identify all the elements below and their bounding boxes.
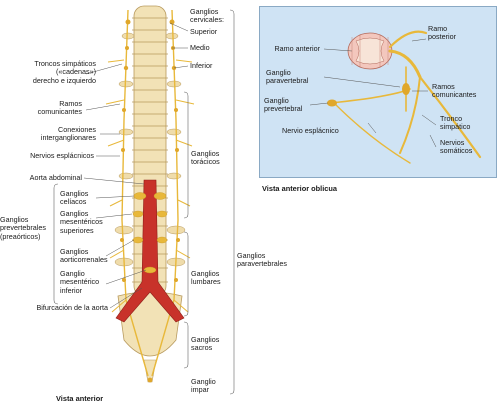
- inset-ganglia: [327, 83, 410, 107]
- label-ganglio-prevertebral: Ganglio prevertebral: [264, 96, 303, 114]
- label-ganglios-aorticorrenales: Ganglios aorticorrenales: [60, 247, 108, 265]
- label-conexiones-interganglionares: Conexiones interganglionares: [40, 125, 96, 143]
- label-aorta-abdominal: Aorta abdominal: [29, 173, 82, 182]
- left-leader-lines: [83, 63, 147, 309]
- inset-illustration: [309, 30, 482, 164]
- abdominal-aorta: [115, 179, 185, 323]
- label-troncos-simpaticos: Troncos simpáticos («cadenas») derecho e…: [32, 59, 96, 85]
- label-ganglios-cervicales: Ganglios cervicales:: [190, 7, 224, 25]
- inset-oblique-view: Ramo anterior Ramo posterior Ganglio par…: [259, 6, 497, 178]
- label-ganglios-paravertebrales: Ganglios paravertebrales: [237, 251, 287, 269]
- right-leader-lines: [169, 22, 189, 69]
- label-nervios-esplacnicos: Nervios esplácnicos: [30, 151, 94, 160]
- label-ganglios-lumbares: Ganglios lumbares: [191, 269, 221, 287]
- label-ramo-anterior: Ramo anterior: [274, 44, 320, 53]
- label-superior: Superior: [190, 27, 218, 36]
- coccyx: [143, 359, 157, 383]
- label-inferior: Inferior: [190, 61, 213, 70]
- label-nervios-somaticos: Nervios somáticos: [440, 138, 473, 156]
- label-ganglio-impar: Ganglio impar: [191, 377, 216, 395]
- caption-vista-oblicua: Vista anterior oblicua: [262, 184, 338, 193]
- right-brackets: [183, 9, 235, 395]
- label-ganglios-sacros: Ganglios sacros: [191, 335, 220, 353]
- spine-illustration: [53, 5, 235, 395]
- label-ganglios-toracicos: Ganglios torácicos: [191, 149, 220, 167]
- label-ramos-comunicantes-inset: Ramos comunicantes: [432, 82, 477, 100]
- inset-leader-lines: [309, 38, 437, 148]
- label-bifurcacion-aorta: Bifurcación de la aorta: [36, 303, 108, 312]
- left-bracket: [53, 183, 59, 305]
- label-medio: Medio: [190, 43, 210, 52]
- label-ramos-comunicantes: Ramos comunicantes: [37, 99, 82, 117]
- label-tronco-simpatico: Tronco simpático: [440, 114, 471, 132]
- spinal-cord-section: [347, 32, 393, 70]
- label-ramo-posterior: Ramo posterior: [428, 24, 456, 42]
- label-ganglio-mesenterico-inferior: Ganglio mesentérico inferior: [60, 269, 100, 295]
- label-ganglios-celiacos: Ganglios celíacos: [60, 189, 89, 207]
- label-ganglios-mesentericos-superiores: Ganglios mesentéricos superiores: [60, 209, 103, 235]
- label-nervio-esplacnico: Nervio esplácnico: [282, 126, 339, 135]
- sympathetic-chains: [105, 9, 195, 377]
- prevertebral-plexus: [132, 192, 168, 274]
- label-ganglios-prevertebrales: Ganglios prevertebrales (preaórticos): [0, 215, 46, 241]
- caption-vista-anterior: Vista anterior: [56, 394, 104, 403]
- label-ganglio-paravertebral: Ganglio paravertebral: [266, 68, 309, 86]
